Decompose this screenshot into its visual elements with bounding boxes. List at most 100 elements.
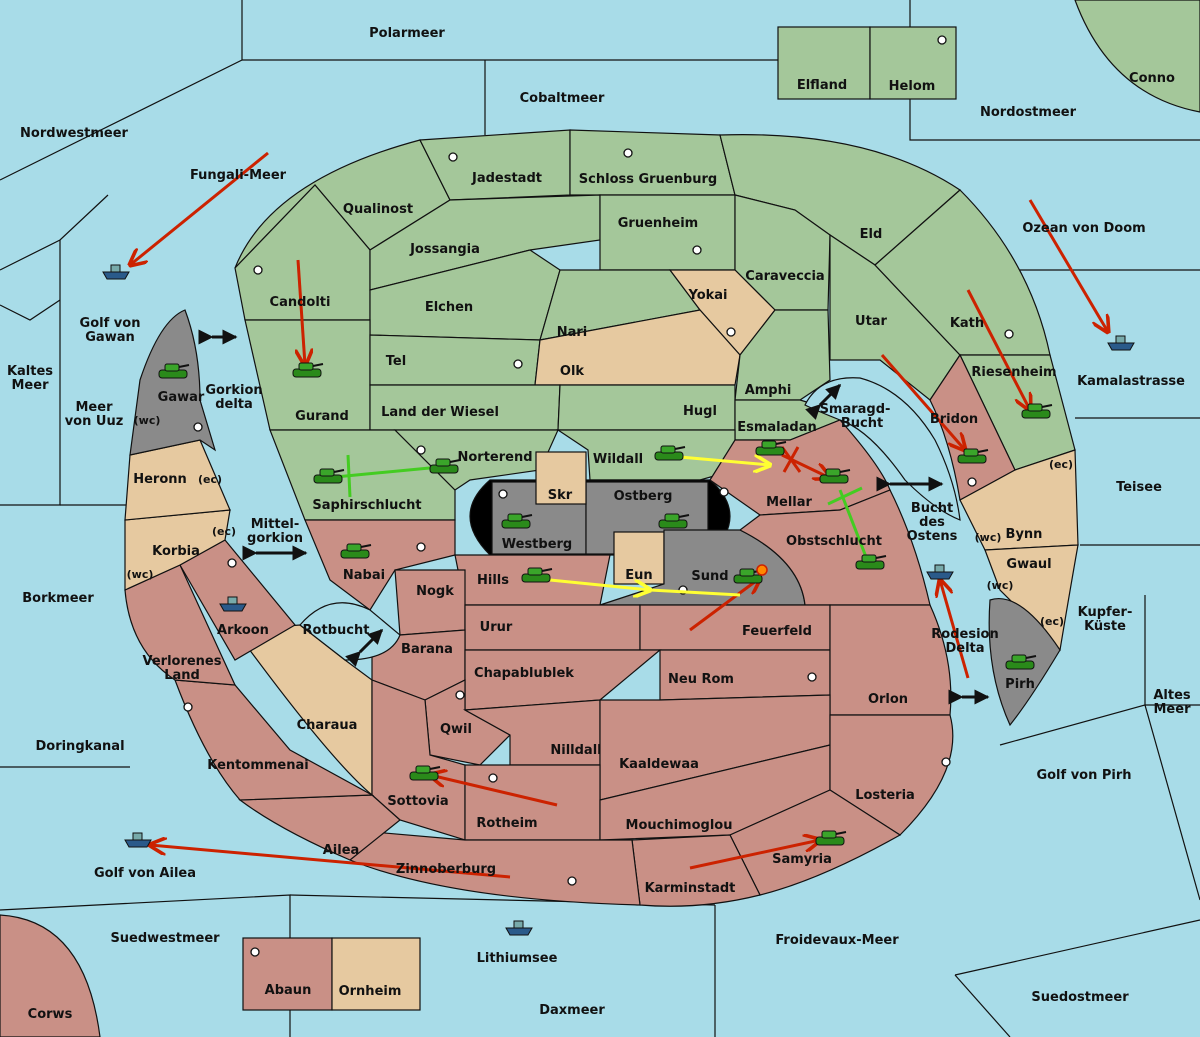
ship-icon[interactable]: [1107, 335, 1135, 351]
supply-center-dot-icon: [183, 702, 193, 712]
sea-label: Bucht: [911, 501, 953, 516]
sea-label: des: [919, 515, 945, 530]
supply-center-dot-icon: [416, 445, 426, 455]
sea-label: Ostens: [907, 529, 958, 544]
supply-center-dot-icon: [967, 477, 977, 487]
tank-icon[interactable]: [957, 448, 989, 464]
sea-label: Teisee: [1116, 480, 1162, 495]
supply-center-dot-icon: [726, 327, 736, 337]
ship-icon[interactable]: [102, 264, 130, 280]
sea-label: Golf von Pirh: [1036, 768, 1131, 783]
sea-label: Kaltes: [7, 364, 53, 379]
province-verlorenes-land[interactable]: [124, 564, 236, 686]
land-label: Obstschlucht: [786, 534, 882, 549]
province-gawar[interactable]: [129, 309, 217, 456]
province-olk[interactable]: [534, 309, 741, 386]
province-nogk[interactable]: [394, 569, 466, 636]
supply-center-dot-icon: [227, 558, 237, 568]
land-label: Candolti: [270, 295, 331, 310]
province-elfland[interactable]: [777, 26, 871, 100]
province-ornheim[interactable]: [331, 937, 421, 1011]
supply-center-dot-icon: [416, 542, 426, 552]
supply-center-dot-icon: [498, 489, 508, 499]
supply-centers: [183, 35, 1014, 957]
tank-icon[interactable]: [755, 440, 787, 456]
land-label: Gawar: [158, 390, 205, 405]
coast-labels: (wc) (ec) (ec) (wc) (ec) (wc) (wc) (ec): [127, 414, 1073, 628]
sea-label: Altes: [1153, 688, 1191, 703]
land-label: Arkoon: [217, 623, 269, 638]
land-label: Neu Rom: [668, 672, 734, 687]
tank-icon[interactable]: [409, 765, 441, 781]
land-label: Verlorenes: [142, 654, 221, 669]
move-orders: [130, 151, 1108, 879]
province-zinnoberburg[interactable]: [349, 829, 641, 906]
land-label: Wildall: [593, 452, 643, 467]
province-ailea[interactable]: [238, 794, 401, 861]
province-skr[interactable]: [535, 451, 587, 505]
tank-icon[interactable]: [501, 513, 533, 529]
tank-icon[interactable]: [654, 445, 686, 461]
ship-icon[interactable]: [219, 596, 247, 612]
tank-icon[interactable]: [819, 468, 851, 484]
land-label: Jadestadt: [471, 171, 542, 186]
tank-icon[interactable]: [429, 458, 461, 474]
supply-center-dot-icon: [253, 265, 263, 275]
coast-label: (wc): [134, 414, 161, 427]
province-karminstadt[interactable]: [631, 834, 761, 907]
double-arrow-icon: [345, 628, 384, 667]
order-arrow: [549, 578, 650, 590]
support-line: [827, 486, 863, 506]
province-bynn[interactable]: [959, 449, 1079, 551]
tank-icon[interactable]: [521, 567, 553, 583]
support-line: [346, 454, 352, 498]
support-line: [324, 465, 441, 480]
ship-icon[interactable]: [505, 920, 533, 936]
land-label: Qwil: [440, 722, 472, 737]
province-norterend[interactable]: [393, 429, 559, 491]
land-label: Yokai: [687, 288, 727, 303]
land-label: Mouchimoglou: [626, 818, 733, 833]
land-label: Land der Wiesel: [381, 405, 499, 420]
land-label: Gurand: [295, 409, 349, 424]
land-label: Amphi: [745, 383, 792, 398]
sea-label: Kupfer-: [1078, 605, 1133, 620]
land-labels: Elfland Helom Jadestadt Schloss Gruenbur…: [133, 78, 1056, 999]
sea-label: Küste: [1084, 619, 1126, 634]
province-kath[interactable]: [874, 189, 1051, 356]
tank-icon[interactable]: [292, 362, 324, 378]
land-label: Qualinost: [343, 202, 413, 217]
ship-icon[interactable]: [926, 564, 954, 580]
land-label: Nogk: [416, 584, 454, 599]
land-label: Eun: [625, 568, 652, 583]
order-arrow: [689, 578, 760, 632]
land-label: Zinnoberburg: [396, 862, 496, 877]
tank-icon[interactable]: [815, 830, 847, 846]
land-label: Ailea: [323, 843, 360, 858]
ship-icon[interactable]: [124, 832, 152, 848]
tank-icon[interactable]: [340, 543, 372, 559]
coast-label: (ec): [198, 473, 222, 486]
order-arrow: [940, 580, 970, 679]
tank-icon[interactable]: [733, 568, 765, 584]
land-label: Westberg: [502, 537, 572, 552]
supply-center-dot-icon: [193, 422, 203, 432]
tank-icon[interactable]: [1021, 403, 1053, 419]
province-gruenheim[interactable]: [599, 194, 736, 271]
tank-icon[interactable]: [158, 363, 190, 379]
sea-label: Cobaltmeer: [520, 91, 605, 106]
sea-label: von Uuz: [65, 414, 124, 429]
land-label: Bridon: [930, 412, 978, 427]
tank-icon[interactable]: [1005, 654, 1037, 670]
sea-label: Kamalastrasse: [1077, 374, 1185, 389]
tank-icon[interactable]: [658, 513, 690, 529]
tank-icon[interactable]: [313, 468, 345, 484]
sea-label: Lithiumsee: [477, 951, 558, 966]
land-label: Orlon: [868, 692, 908, 707]
land-label: Ostberg: [614, 489, 673, 504]
tank-icon[interactable]: [855, 554, 887, 570]
sea-label: Meer: [76, 400, 114, 415]
land-label: Olk: [560, 364, 585, 379]
